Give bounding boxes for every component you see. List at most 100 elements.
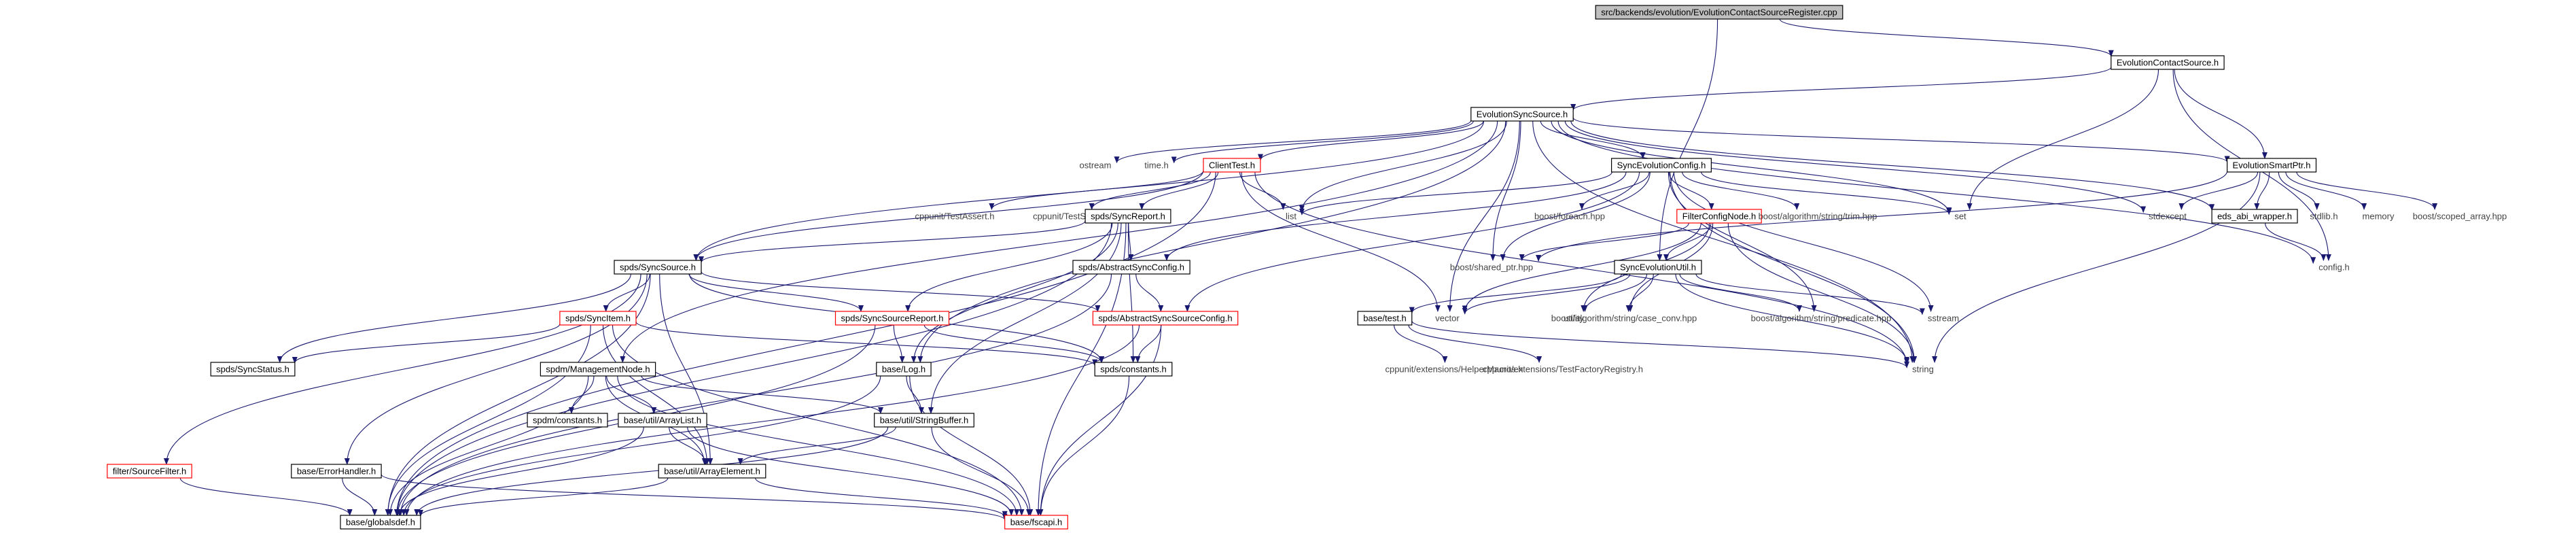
node-spds-syncitem-h[interactable]: spds/SyncItem.h [559,311,637,326]
node-evolutioncontactsource-h[interactable]: EvolutionContactSource.h [2111,55,2225,70]
edge-ssreport-to-baselog [893,324,905,363]
node-box [527,413,608,428]
edge-clienttest-to-string [1254,171,1910,365]
node-spds-syncsource-h[interactable]: spds/SyncSource.h [614,260,702,275]
edge-filternode-to-seutil [1663,222,1712,261]
node-set: set [1954,211,1966,222]
edge-clienttest-to-syncreport [1139,171,1219,210]
edge-esp-to-bscoped [2296,171,2438,210]
node-label: base/util/ArrayElement.h [664,466,760,477]
node-label: set [1954,211,1966,222]
node-spds-constants-h[interactable]: spds/constants.h [1094,362,1173,377]
node-ostream: ostream [1080,160,1112,171]
edge-esc-to-list [1299,171,1612,216]
node-spdm-managementnode-h[interactable]: spdm/ManagementNode.h [540,362,656,377]
edge-baselog-to-strbuf [906,375,924,414]
node-box [1595,5,1843,20]
node-utility: utility [1564,313,1584,324]
node-src-backends-evolution-evolutioncontactsourceregister-cpp[interactable]: src/backends/evolution/EvolutionContactS… [1595,5,1843,20]
edge-esc-to-spdsasc [1164,171,1627,261]
node-filterconfignode-h[interactable]: FilterConfigNode.h [1676,209,1762,224]
node-label: boost/shared_ptr.hpp [1450,262,1533,273]
node-box [291,464,382,479]
edge-arrayelem-to-globaldef [418,477,669,517]
edge-syncreport-to-globaldef [394,222,1112,516]
node-box [874,413,974,428]
edge-ess-to-mgmtnode [620,120,1498,363]
node-spds-syncsourcereport-h[interactable]: spds/SyncSourceReport.h [834,311,950,326]
edge-syncsource-to-arrayelem [659,273,713,465]
node-label: SyncEvolutionUtil.h [1620,262,1696,273]
node-syncevolutionutil-h[interactable]: SyncEvolutionUtil.h [1614,260,1702,275]
node-label: string [1912,364,1934,375]
node-syncevolutionconfig-h[interactable]: SyncEvolutionConfig.h [1611,158,1712,173]
node-label: stdexcept [2149,211,2187,222]
node-label: cppunit/TestAssert.h [915,211,994,222]
node-stdlib-h: stdlib.h [2310,211,2337,222]
edge-syncreport-to-strbuf [928,222,1122,414]
node-base-test-h[interactable]: base/test.h [1357,311,1413,326]
node-label: base/util/ArrayList.h [624,415,701,426]
node-box [658,464,766,479]
edge-clienttest-to-syncsource [693,170,1204,261]
edge-root-to-seutil [1657,18,1718,261]
node-box [2227,158,2317,173]
node-base-globalsdef-h[interactable]: base/globalsdef.h [340,515,421,530]
edge-seutil-to-string [1675,273,1910,364]
node-spdm-constants-h[interactable]: spdm/constants.h [527,413,608,428]
node-base-util-arrayelement-h[interactable]: base/util/ArrayElement.h [658,464,766,479]
node-label: EvolutionSyncSource.h [1477,109,1568,120]
node-filter-sourcefilter-h[interactable]: filter/SourceFilter.h [107,464,192,479]
node-box [1614,260,1702,275]
node-spds-abstractsyncsourceconfig-h[interactable]: spds/AbstractSyncSourceConfig.h [1092,311,1239,326]
node-evolutionsyncsource-h[interactable]: EvolutionSyncSource.h [1470,107,1574,122]
node-boost-shared-ptr-hpp: boost/shared_ptr.hpp [1450,262,1533,273]
node-label: base/ErrorHandler.h [297,466,376,477]
edge-ssreport-to-constants [923,324,1104,363]
node-box [1357,311,1413,326]
edge-ess-to-list [1299,120,1507,212]
node-spds-syncreport-h[interactable]: spds/SyncReport.h [1084,209,1171,224]
edge-clienttest-to-list [1239,171,1286,210]
edge-baselog-to-fscapi [909,375,1034,516]
node-spds-syncstatus-h[interactable]: spds/SyncStatus.h [210,362,296,377]
node-clienttest-h[interactable]: ClientTest.h [1203,158,1261,173]
edge-syncitem-to-syncstatus [292,324,561,364]
node-label: spds/SyncSourceReport.h [841,313,943,324]
edge-esc-to-bpred [1668,171,1817,312]
node-base-util-stringbuffer-h[interactable]: base/util/StringBuffer.h [874,413,974,428]
node-base-errorhandler-h[interactable]: base/ErrorHandler.h [291,464,382,479]
edge-strbuf-to-arrayelem [737,426,896,465]
node-spds-abstractsyncconfig-h[interactable]: spds/AbstractSyncConfig.h [1072,260,1190,275]
edge-spdsasc-to-asscfg [1135,273,1164,312]
node-base-log-h[interactable]: base/Log.h [876,362,932,377]
node-base-fscapi-h[interactable]: base/fscapi.h [1004,515,1068,530]
node-label: stdlib.h [2310,211,2337,222]
node-box [618,413,707,428]
node-label: spds/SyncSource.h [620,262,696,273]
edge-ess-to-stdexcept [1564,120,2147,213]
edge-esc-to-string [1670,171,1918,363]
node-label: ClientTest.h [1209,160,1255,171]
node-label: list [1286,211,1296,222]
node-boost-algorithm-string-predicate-hpp: boost/algorithm/string/predicate.hpp [1751,313,1892,324]
edge-ess-to-esc [1540,120,1646,159]
node-label: vector [1435,313,1460,324]
node-box [834,311,950,326]
node-cppunit-testassert-h: cppunit/TestAssert.h [915,211,994,222]
node-base-util-arraylist-h[interactable]: base/util/ArrayList.h [618,413,707,428]
edge-ecs-to-set [1966,69,2159,210]
edge-clienttest-to-cppassert [989,170,1204,210]
node-list: list [1286,211,1296,222]
node-boost-algorithm-string-case-conv-hpp: boost/algorithm/string/case_conv.hpp [1551,313,1697,324]
node-eds-abi-wrapper-h[interactable]: eds_abi_wrapper.h [2211,209,2298,224]
node-label: src/backends/evolution/EvolutionContactS… [1601,7,1837,18]
edge-edsabi-to-config [2265,222,2327,261]
node-time-h: time.h [1144,160,1168,171]
node-label: ostream [1080,160,1112,171]
edge-seutil-to-bpred [1679,273,1802,312]
edge-seutil-to-basetest [1409,273,1622,314]
node-evolutionsmartptr-h[interactable]: EvolutionSmartPtr.h [2227,158,2317,173]
node-label: spds/SyncItem.h [565,313,631,324]
